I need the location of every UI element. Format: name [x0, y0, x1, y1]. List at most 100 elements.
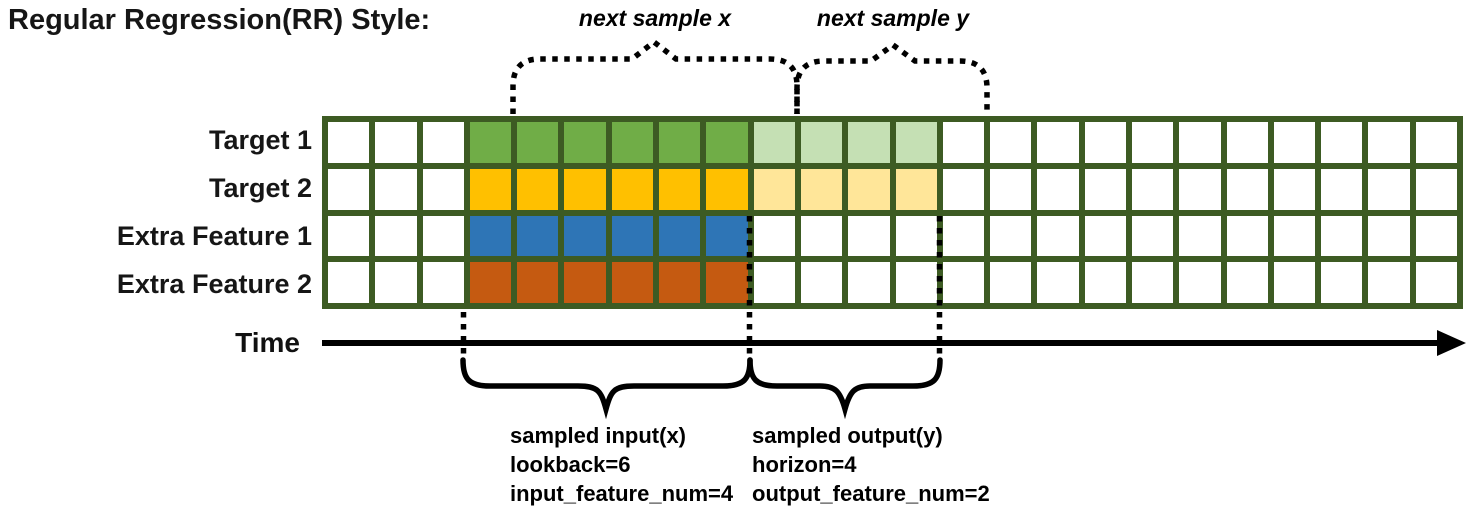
time-axis-arrow-head — [1437, 330, 1466, 356]
sampled-output-title: sampled output(y) — [752, 423, 943, 448]
grid-cell — [800, 168, 843, 210]
grid-cell — [1131, 168, 1174, 210]
grid-cell — [328, 168, 370, 210]
grid-cell — [706, 215, 748, 257]
grid-cell — [659, 215, 701, 257]
grid-cell — [990, 262, 1032, 303]
grid-cell — [517, 122, 559, 163]
grid-cell — [1415, 262, 1457, 303]
grid-cell — [1368, 215, 1410, 257]
grid-cell — [800, 122, 843, 163]
grid-cell — [422, 122, 464, 163]
row-label: Target 2 — [208, 172, 312, 203]
grid-cell — [1226, 168, 1268, 210]
horizon-value: horizon=4 — [752, 452, 857, 477]
grid-cell — [1321, 262, 1363, 303]
grid-cell — [706, 262, 748, 303]
grid-cell — [895, 168, 937, 210]
grid-cell — [1273, 215, 1316, 257]
grid-cell — [422, 168, 464, 210]
grid-cell — [659, 168, 701, 210]
grid-cell — [375, 262, 417, 303]
grid-cell — [1321, 215, 1363, 257]
grid-cell — [1415, 168, 1457, 210]
grid-cell — [375, 122, 417, 163]
grid-cell — [706, 168, 748, 210]
grid-cell — [1179, 262, 1221, 303]
grid-cell — [659, 122, 701, 163]
grid-cell — [942, 168, 985, 210]
grid-cell — [753, 168, 795, 210]
sampled-output-caption: sampled output(y) horizon=4 output_featu… — [752, 421, 990, 508]
grid-cell — [1179, 168, 1221, 210]
next-sample-x-brace — [510, 38, 800, 114]
grid-cell — [611, 168, 654, 210]
grid-cell — [848, 168, 890, 210]
grid-cell — [517, 215, 559, 257]
grid-cell — [328, 262, 370, 303]
grid-cell — [564, 122, 606, 163]
grid-cell — [1321, 168, 1363, 210]
grid-cell — [422, 215, 464, 257]
grid-cell — [1179, 122, 1221, 163]
grid-cell — [1368, 262, 1410, 303]
grid-cell — [517, 262, 559, 303]
grid-cell — [1226, 262, 1268, 303]
grid-cell — [942, 122, 985, 163]
grid-cell — [895, 122, 937, 163]
grid-cell — [1131, 262, 1174, 303]
row-label: Extra Feature 1 — [116, 221, 312, 252]
grid-cell — [1368, 168, 1410, 210]
grid-cell — [517, 168, 559, 210]
time-axis-label: Time — [235, 327, 300, 358]
next-sample-x-label: next sample x — [578, 5, 732, 31]
grid-cell — [564, 215, 606, 257]
grid-cell — [1321, 122, 1363, 163]
grid-cell — [800, 262, 843, 303]
grid-cell — [564, 168, 606, 210]
sampled-output-brace — [747, 357, 943, 420]
grid-cell — [942, 215, 985, 257]
grid-cell — [1226, 215, 1268, 257]
grid-cell — [611, 122, 654, 163]
grid-cell — [1273, 262, 1316, 303]
output-feature-num-value: output_feature_num=2 — [752, 481, 990, 506]
grid-cell — [753, 215, 795, 257]
sampled-input-caption: sampled input(x) lookback=6 input_featur… — [510, 421, 733, 508]
grid-cell — [469, 122, 512, 163]
grid-cell — [1368, 122, 1410, 163]
sampled-input-title: sampled input(x) — [510, 423, 687, 448]
grid-cell — [375, 215, 417, 257]
grid-cell — [1037, 168, 1079, 210]
grid-cell — [564, 262, 606, 303]
grid-cell — [1415, 122, 1457, 163]
grid-cell — [469, 168, 512, 210]
grid-cell — [611, 262, 654, 303]
row-label: Extra Feature 2 — [116, 269, 312, 300]
grid-cell — [1084, 262, 1126, 303]
grid-cell — [848, 122, 890, 163]
grid-cell — [1084, 215, 1126, 257]
grid-cell — [611, 215, 654, 257]
sampled-input-brace — [460, 357, 753, 420]
grid-cell — [800, 215, 843, 257]
grid-cell — [1037, 262, 1079, 303]
grid-cell — [659, 262, 701, 303]
grid-cell — [1273, 122, 1316, 163]
input-feature-num-value: input_feature_num=4 — [510, 481, 734, 506]
grid-cell — [753, 122, 795, 163]
grid-cell — [1131, 215, 1174, 257]
grid-cell — [848, 215, 890, 257]
grid-cell — [1084, 168, 1126, 210]
grid-cell — [328, 215, 370, 257]
grid-cell — [1179, 215, 1221, 257]
grid-cell — [753, 262, 795, 303]
grid-cell — [328, 122, 370, 163]
grid-cell — [469, 215, 512, 257]
lookback-value: lookback=6 — [510, 452, 631, 477]
grid-cell — [706, 122, 748, 163]
timeseries-grid — [322, 116, 1463, 309]
grid-cell — [848, 262, 890, 303]
